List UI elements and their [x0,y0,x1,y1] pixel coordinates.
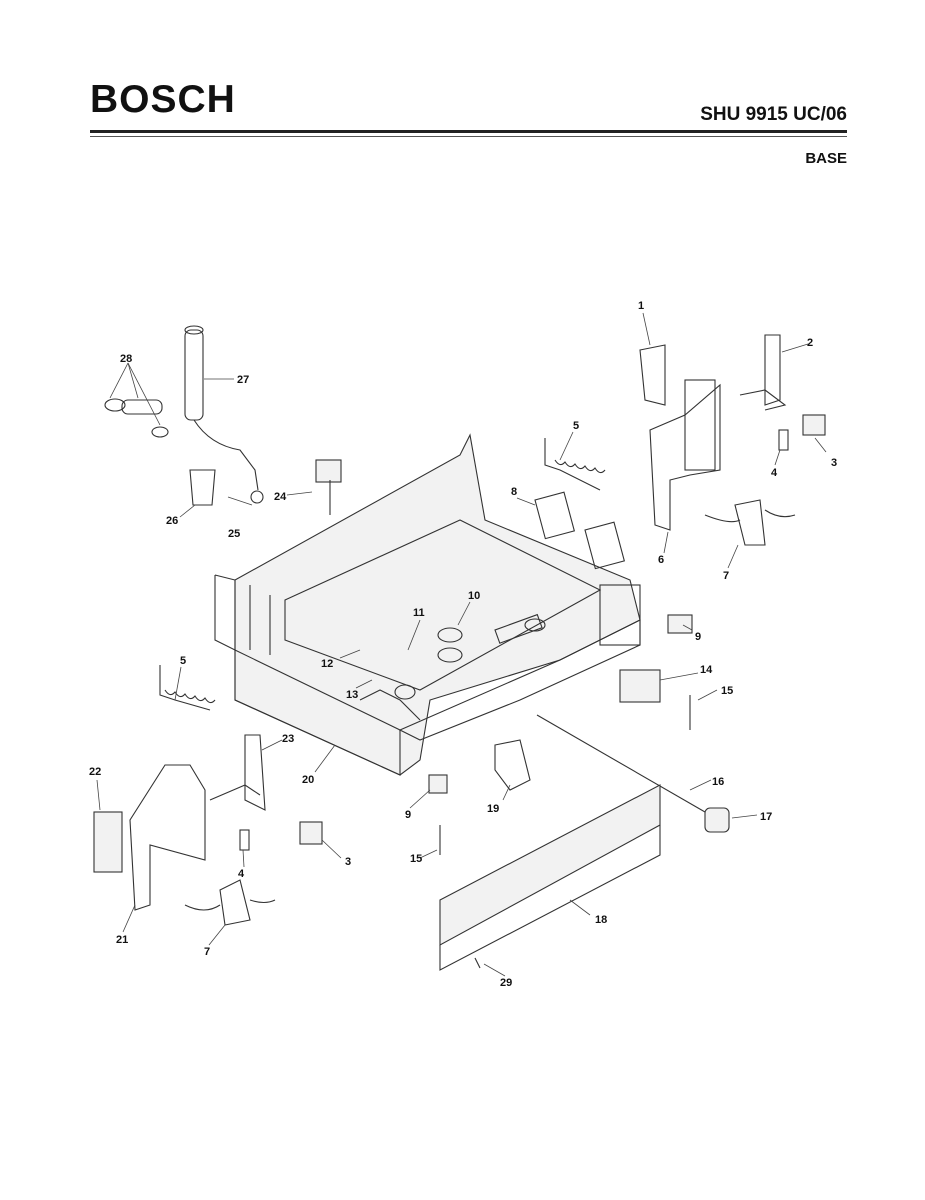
callout-5: 5 [573,420,579,432]
callout-16: 16 [712,776,724,788]
callout-11: 11 [413,607,425,619]
callout-15: 15 [721,685,733,697]
misc-parts [315,459,730,971]
model-number: SHU 9915 UC/06 [700,104,847,125]
section-title: BASE [805,150,847,167]
callout-19: 19 [487,803,499,815]
callout-4-lower: 4 [238,868,245,880]
callout-8: 8 [511,486,517,498]
callout-24: 24 [274,491,287,503]
callout-9-lower: 9 [405,809,411,821]
callout-13: 13 [346,689,358,701]
callout-14: 14 [700,664,713,676]
callout-3-lower: 3 [345,856,351,868]
callout-29: 29 [500,977,512,989]
callout-27: 27 [237,374,249,386]
callout-7-lower: 7 [204,946,210,958]
base-tub-shape [214,433,641,776]
leader-lines [96,312,827,977]
callout-6: 6 [658,554,664,566]
callout-1: 1 [638,300,644,312]
callout-labels: 1 2 3 4 5 6 7 8 9 10 11 12 13 14 15 16 1… [89,300,837,989]
callout-18: 18 [595,914,607,926]
callout-21: 21 [116,934,128,946]
hose-27 [184,325,264,504]
callout-9: 9 [695,631,701,643]
callout-10: 10 [468,590,480,602]
callout-12: 12 [321,658,333,670]
callout-22: 22 [89,766,101,778]
hinge-bracket-right [639,334,826,546]
spring-right [544,438,606,491]
hose-clamps-28 [104,398,216,506]
callout-15-lower: 15 [410,853,422,865]
hinge-bracket-left [93,734,323,926]
callout-28: 28 [120,353,132,365]
callout-17: 17 [760,811,772,823]
callout-25: 25 [228,528,240,540]
callout-26: 26 [166,515,178,527]
callout-20: 20 [302,774,314,786]
callout-4: 4 [771,467,778,479]
callout-5-left: 5 [180,655,186,667]
header-rule-thin [90,136,847,137]
callout-2: 2 [807,337,813,349]
header-rule-thick [90,130,847,133]
brand-logo: BOSCH [90,78,236,121]
callout-7: 7 [723,570,729,582]
callout-3: 3 [831,457,837,469]
callout-23: 23 [282,733,294,745]
spring-left [159,665,216,711]
